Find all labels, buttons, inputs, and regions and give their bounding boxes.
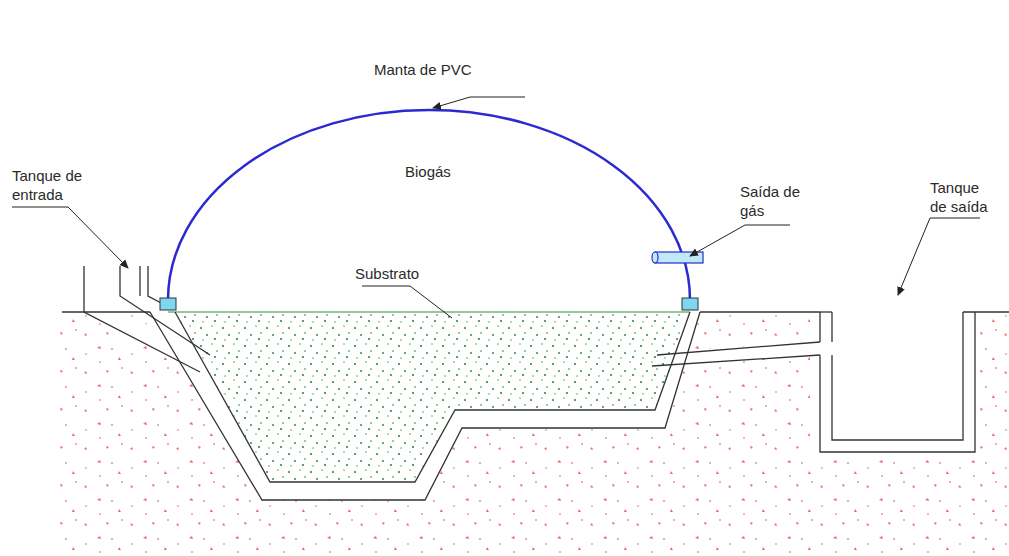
gas-label: Biogás (405, 162, 495, 181)
inlet-tank-label: Tanque de entrada (12, 166, 92, 204)
substrate-label: Substrato (355, 264, 445, 283)
substrate (175, 312, 690, 482)
cover-label: Manta de PVC (374, 60, 494, 79)
gas-outlet-label: Saída de gás (740, 182, 810, 220)
cover-anchor (160, 298, 698, 310)
soil (55, 313, 1009, 556)
leader-lines (12, 97, 980, 318)
gas-outlet-pipe (652, 252, 703, 263)
pvc-cover (168, 110, 690, 300)
outlet-tank-label: Tanque de saída (930, 178, 1000, 216)
